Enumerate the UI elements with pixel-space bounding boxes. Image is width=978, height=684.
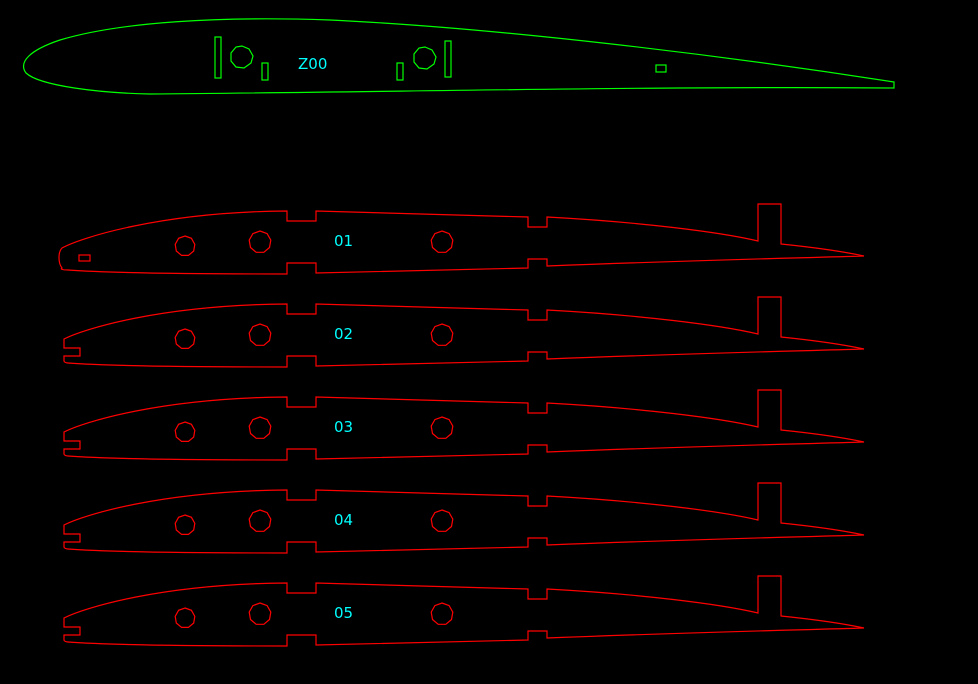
rib-outline [63,482,865,554]
rib-lightening-hole-3 [430,230,454,253]
rib-lightening-hole-2 [248,416,272,439]
master-rib-outline [23,18,895,95]
rib-lightening-hole-1 [174,235,196,256]
rib-label: 02 [334,325,353,343]
rib-01: 01 [58,203,865,275]
rib-outline [63,296,865,368]
rib-label: 01 [334,232,353,250]
rib-lightening-hole-3 [430,416,454,439]
rib-lightening-hole-3 [430,509,454,532]
rib-04: 04 [63,482,865,554]
ribs-layer: 01 02 03 04 05 [58,203,865,647]
rib-lightening-hole-2 [248,323,272,346]
rib-03: 03 [63,389,865,461]
rib-lightening-hole-1 [174,607,196,628]
master-rib-z00: Z00 [23,18,895,95]
master-spar-slot-right [444,40,452,78]
master-rib-label: Z00 [298,55,327,73]
master-lightening-hole-left [230,45,254,69]
rib-trailing-slot [78,254,91,262]
rib-outline [58,203,865,275]
rib-lightening-hole-3 [430,323,454,346]
rib-label: 04 [334,511,353,529]
rib-outline [63,389,865,461]
master-small-slot-left [261,62,269,81]
rib-outline [63,575,865,647]
master-lightening-hole-right [413,46,437,70]
master-rear-marker [655,64,667,73]
master-spar-slot-left [214,36,222,79]
rib-lightening-hole-2 [248,509,272,532]
rib-05: 05 [63,575,865,647]
master-small-slot-right [396,62,404,81]
rib-lightening-hole-2 [248,602,272,625]
rib-lightening-hole-1 [174,514,196,535]
rib-label: 05 [334,604,353,622]
rib-lightening-hole-2 [248,230,272,253]
rib-lightening-hole-3 [430,602,454,625]
rib-lightening-hole-1 [174,328,196,349]
rib-lightening-hole-1 [174,421,196,442]
rib-02: 02 [63,296,865,368]
rib-label: 03 [334,418,353,436]
